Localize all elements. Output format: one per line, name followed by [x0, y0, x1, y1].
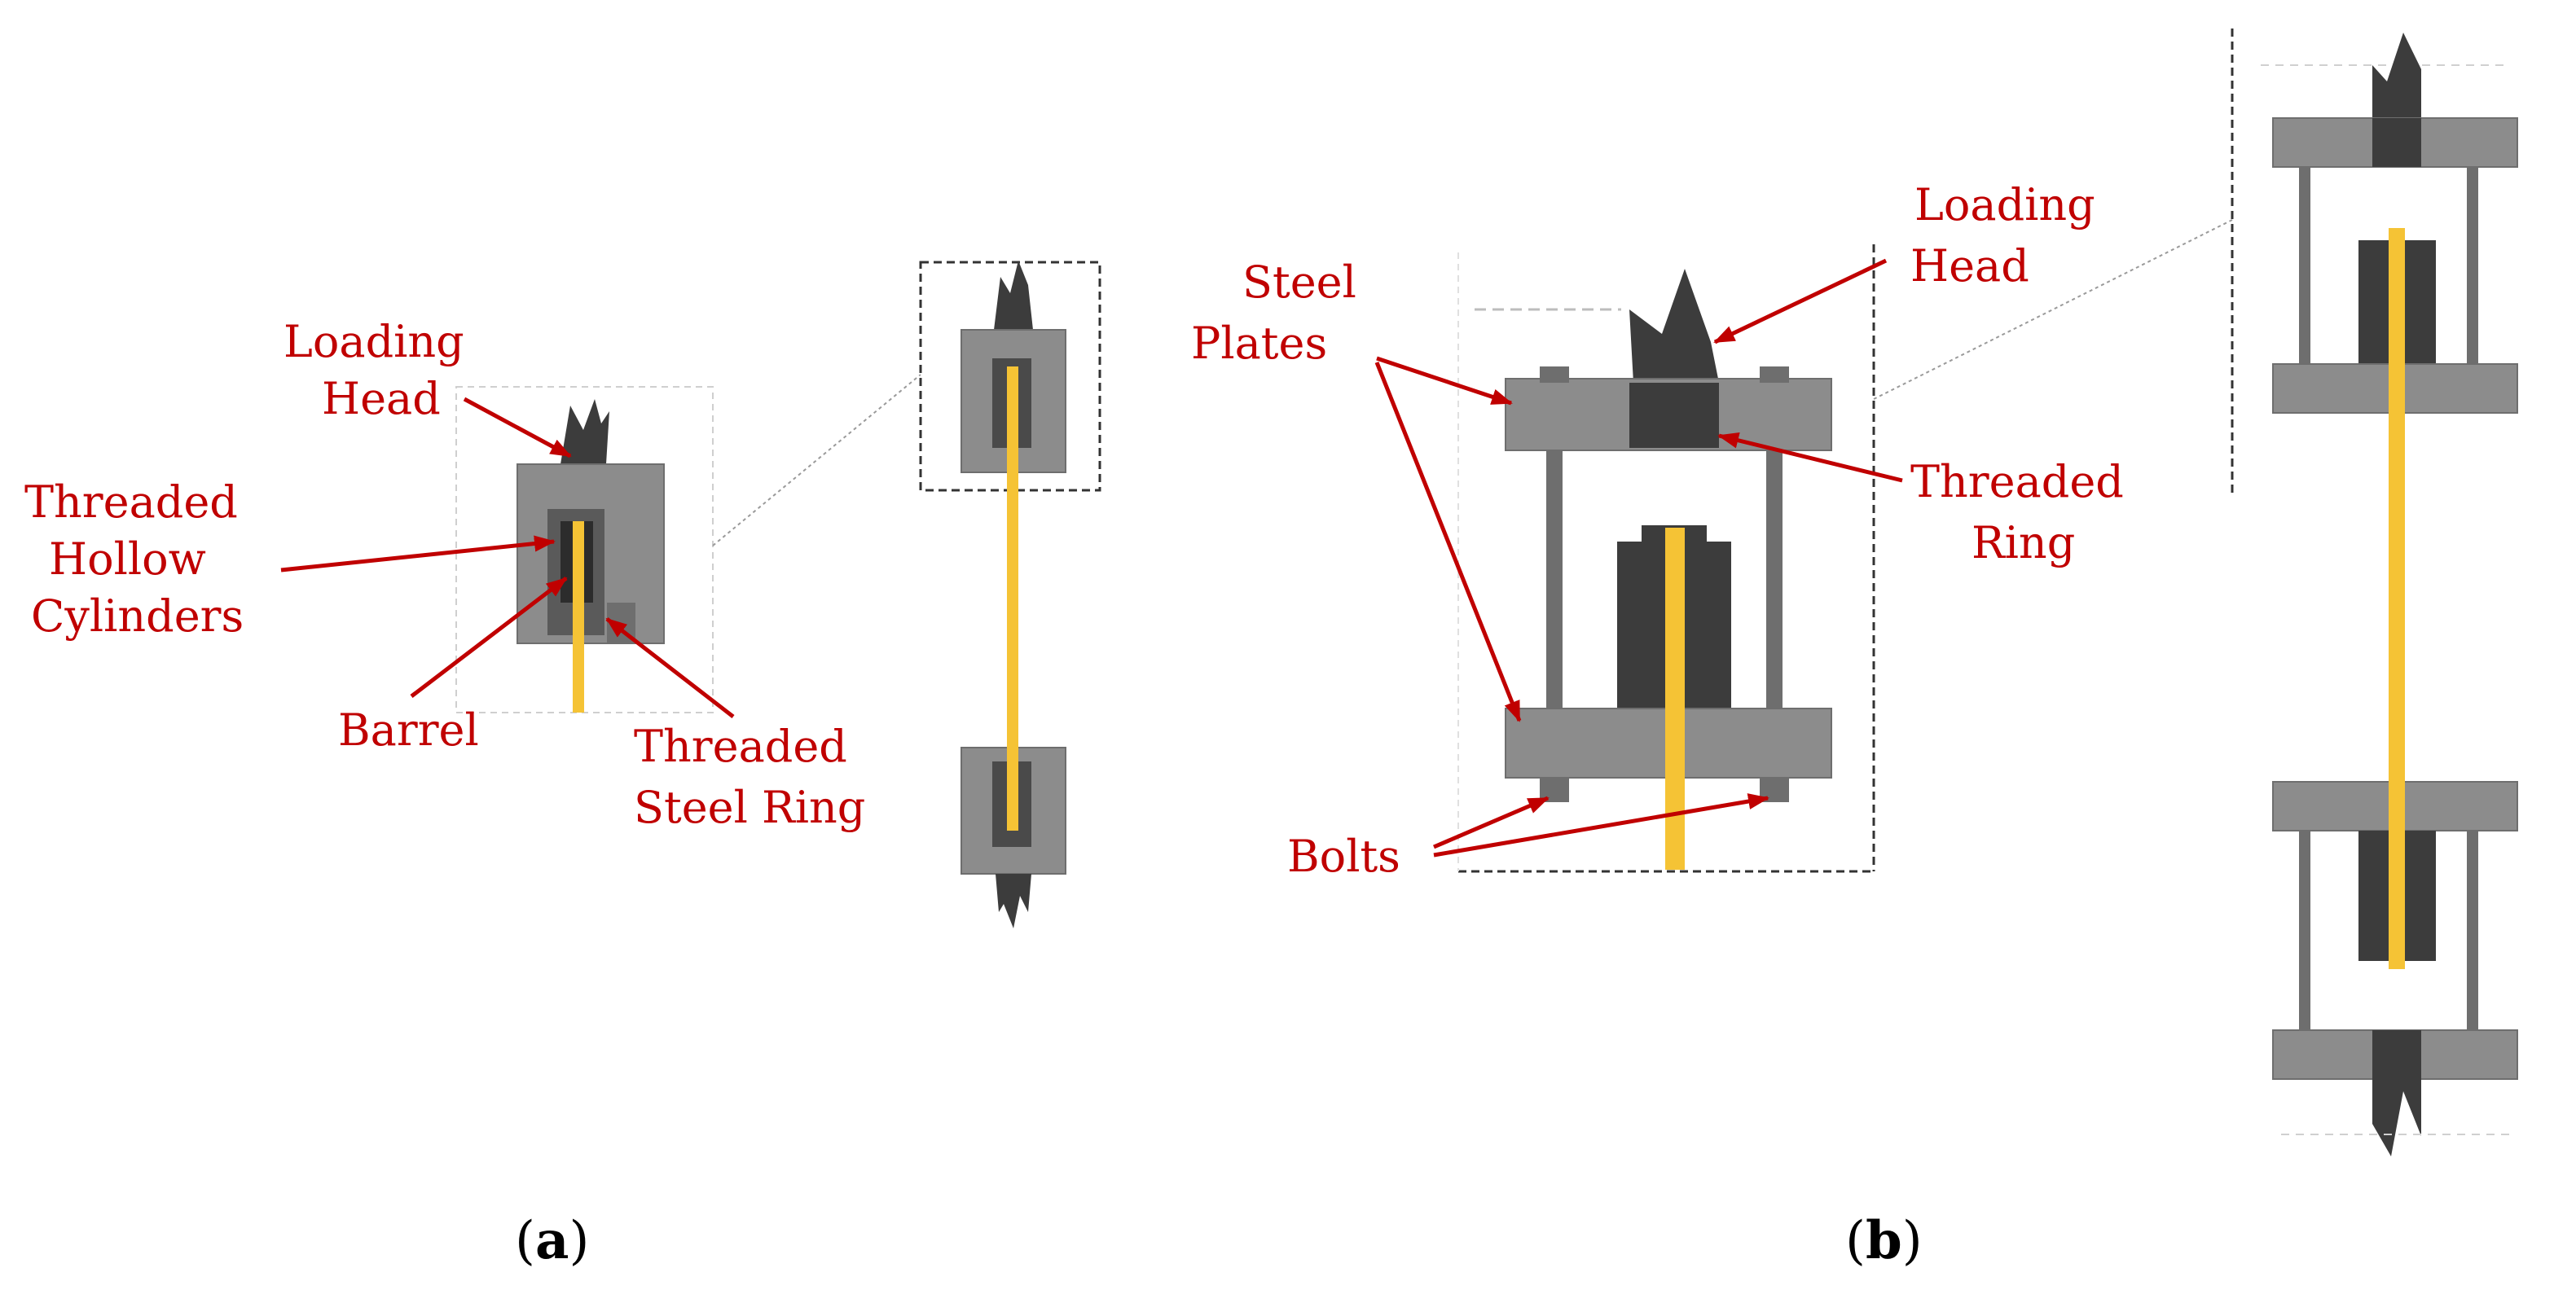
- panel-b-loading-head: [1629, 269, 1719, 383]
- arrow-b-steel-plates-bottom: [1374, 362, 1522, 722]
- label-b-threaded-ring-2: Ring: [1972, 517, 2075, 568]
- panel-b-full-rod-left-1: [2299, 167, 2310, 366]
- caption-b-open: (: [1845, 1211, 1866, 1271]
- panel-a-detail-frame: [455, 386, 714, 713]
- caption-a-close: ): [569, 1211, 589, 1271]
- arrow-b-steel-plates-top: [1376, 356, 1513, 406]
- label-a-hollow-cylinders-2: Hollow: [49, 533, 206, 585]
- panel-a-top-loading-head: [994, 261, 1033, 330]
- label-b-loading-head-1: Loading: [1914, 179, 2095, 230]
- panel-a: Loading Head Threaded Hollow Cylinders B…: [24, 261, 1101, 1271]
- arrow-b-bolts-right: [1433, 793, 1769, 858]
- caption-a: (a): [515, 1210, 589, 1271]
- arrow-b-loading-head: [1713, 258, 1888, 344]
- panel-b: Steel Plates Loading Head Threaded Ring …: [1191, 29, 2518, 1271]
- caption-b: (b): [1845, 1210, 1923, 1271]
- panel-a-loading-head: [560, 399, 609, 464]
- panel-a-bottom-loading-head: [996, 874, 1031, 928]
- label-a-loading-head-1: Loading: [284, 316, 464, 367]
- panel-b-threaded-ring: [1629, 383, 1719, 448]
- arrow-b-bolts-left: [1433, 796, 1550, 849]
- label-a-hollow-cylinders-1: Threaded: [24, 476, 238, 528]
- panel-b-right-rod: [1766, 450, 1783, 711]
- label-b-steel-plates-1: Steel: [1242, 257, 1356, 308]
- panel-b-full-rod-right-1: [2467, 167, 2478, 366]
- arrow-a-barrel: [410, 577, 568, 698]
- panel-b-full-rod-left-2: [2299, 831, 2310, 1034]
- panel-a-rod: [573, 521, 584, 713]
- label-b-loading-head-2: Head: [1910, 240, 2029, 292]
- label-a-steel-ring-2: Steel Ring: [634, 782, 865, 833]
- arrow-a-loading-head: [463, 397, 572, 458]
- label-a-hollow-cylinders-3: Cylinders: [31, 590, 244, 642]
- panel-a-full-rod: [1007, 366, 1018, 831]
- caption-b-close: ): [1902, 1211, 1923, 1271]
- panel-b-right-nut-top: [1760, 366, 1789, 383]
- label-a-loading-head-2: Head: [322, 373, 441, 424]
- panel-b-full-bottom-head: [2372, 1030, 2421, 1156]
- caption-b-letter: b: [1866, 1210, 1902, 1271]
- panel-b-zoom-line: [1873, 219, 2233, 400]
- panel-b-left-nut-top: [1540, 366, 1569, 383]
- panel-b-full-rod-right-2: [2467, 831, 2478, 1034]
- arrow-a-hollow-cylinders: [280, 535, 556, 573]
- panel-b-left-rod: [1546, 450, 1563, 711]
- label-b-bolts: Bolts: [1287, 831, 1400, 882]
- label-a-barrel: Barrel: [338, 704, 479, 756]
- arrow-b-threaded-ring: [1717, 432, 1903, 483]
- label-a-steel-ring-1: Threaded: [634, 721, 847, 772]
- arrow-a-steel-ring: [605, 617, 735, 718]
- label-b-threaded-ring-1: Threaded: [1910, 456, 2124, 507]
- caption-a-letter: a: [535, 1210, 569, 1271]
- caption-a-open: (: [515, 1211, 535, 1271]
- panel-a-zoom-line: [712, 374, 921, 546]
- panel-b-full-head-overlay: [2372, 118, 2421, 167]
- label-b-steel-plates-2: Plates: [1191, 318, 1327, 369]
- panel-b-rod: [1665, 528, 1685, 870]
- panel-b-full-rod: [2389, 228, 2405, 969]
